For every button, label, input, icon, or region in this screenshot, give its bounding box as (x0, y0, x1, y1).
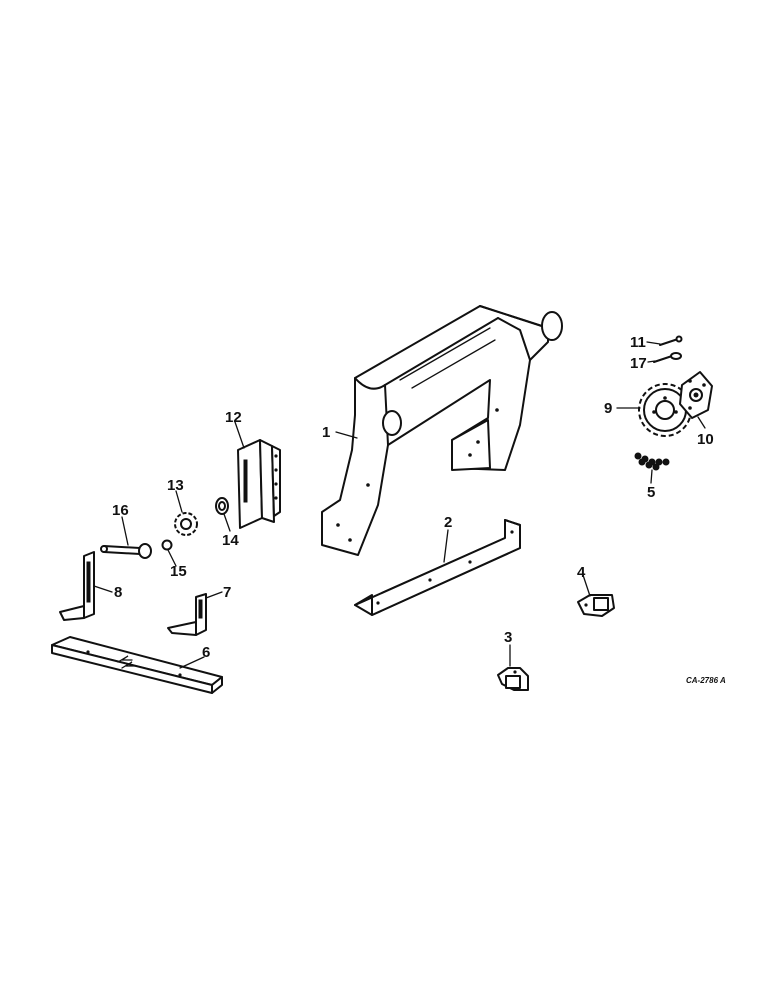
callout-5: 5 (647, 484, 655, 501)
leader-15 (167, 549, 177, 567)
part-11-pin (659, 335, 683, 346)
callout-14: 14 (222, 532, 239, 549)
part-8-bracket (59, 551, 95, 621)
leader-13 (175, 490, 183, 513)
part-15-washer (161, 539, 173, 551)
part-14-nut (215, 497, 229, 515)
leader-11 (646, 341, 661, 345)
callout-12: 12 (225, 409, 242, 426)
callout-8: 8 (114, 584, 122, 601)
part-13-sprocket (174, 512, 198, 536)
leader-2 (443, 529, 449, 563)
leader-8 (93, 585, 113, 593)
callout-4: 4 (577, 564, 586, 581)
callout-6: 6 (202, 644, 210, 661)
leader-7 (205, 591, 223, 599)
callout-1: 1 (322, 424, 330, 441)
callout-9: 9 (604, 400, 612, 417)
leader-6 (179, 656, 205, 669)
callout-11: 11 (630, 334, 646, 351)
part-3-bracket (497, 667, 529, 691)
leader-12 (234, 421, 245, 449)
callout-13: 13 (167, 477, 184, 494)
part-16-bolt (100, 543, 152, 559)
callout-3: 3 (504, 629, 512, 646)
leader-16 (121, 516, 129, 546)
callout-2: 2 (444, 514, 452, 531)
drawing-code: CA-2786 A (686, 676, 726, 685)
leader-4 (582, 574, 591, 597)
part-17-key (653, 352, 682, 363)
part-1-frame (321, 305, 563, 556)
leader-14 (223, 513, 231, 532)
leader-5 (650, 469, 653, 484)
leader-10 (697, 416, 706, 429)
part-5-chain (634, 452, 670, 471)
part-2-channel (354, 519, 521, 616)
part-6-bar (51, 636, 223, 694)
leader-1 (335, 431, 358, 439)
callout-10: 10 (697, 431, 714, 448)
callout-16: 16 (112, 502, 129, 519)
callouts: 1 2 3 4 5 6 7 8 9 10 11 12 13 14 15 16 1… (112, 334, 714, 661)
part-7-bracket (167, 593, 207, 636)
callout-7: 7 (223, 584, 231, 601)
part-4-bracket (577, 594, 615, 617)
part-10-hub (679, 371, 713, 419)
part-12-bracket (237, 439, 281, 529)
callout-17: 17 (630, 355, 647, 372)
callout-15: 15 (170, 563, 187, 580)
leader-17 (647, 360, 656, 363)
leader-lines (93, 341, 706, 669)
